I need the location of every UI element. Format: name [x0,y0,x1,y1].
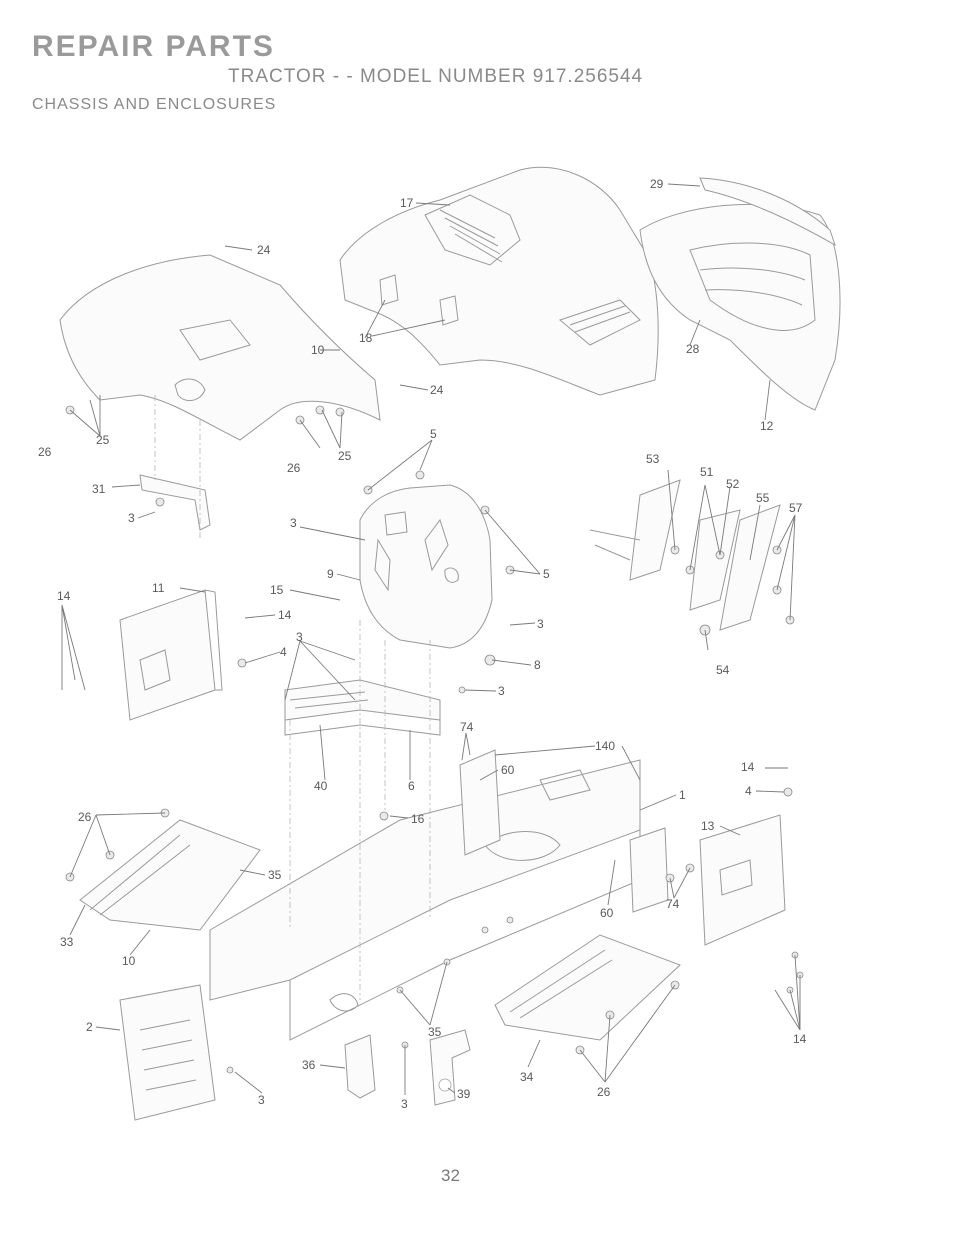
callout-3: 3 [258,1093,265,1107]
callout-5: 5 [430,427,437,441]
callout-3: 3 [537,617,544,631]
callout-26: 26 [597,1085,611,1099]
callout-14: 14 [793,1032,807,1046]
callout-52: 52 [726,477,740,491]
callout-54: 54 [716,663,730,677]
callout-140: 140 [595,739,615,753]
callout-26: 26 [287,461,301,475]
callout-2: 2 [86,1020,93,1034]
bumper-strip-part [699,177,836,247]
grille-part [639,203,841,411]
callout-74: 74 [666,897,680,911]
callout-36: 36 [302,1058,316,1072]
bracket-36-part [344,1034,376,1099]
callout-39: 39 [457,1087,471,1101]
callout-57: 57 [789,501,803,515]
callout-17: 17 [400,196,414,210]
leader-lines [61,183,801,1095]
callout-60: 60 [501,763,515,777]
callout-1: 1 [679,788,686,802]
callout-3: 3 [296,630,303,644]
callout-29: 29 [650,177,664,191]
linkage-parts [589,479,781,631]
callout-15: 15 [270,583,284,597]
callout-60: 60 [600,906,614,920]
callout-8: 8 [534,658,541,672]
callout-24: 24 [430,383,444,397]
callout-35: 35 [268,868,282,882]
callout-3: 3 [498,684,505,698]
page-number: 32 [441,1166,460,1185]
battery-tray-part [284,679,441,736]
callout-5: 5 [543,567,550,581]
callout-25: 25 [96,433,110,447]
callout-40: 40 [314,779,328,793]
page-title: REPAIR PARTS [32,30,275,63]
callout-3: 3 [401,1097,408,1111]
bracket-31-part [139,474,211,531]
callout-labels: 17 29 24 18 10 28 24 25 26 26 25 12 31 3… [38,177,807,1111]
dashboard-console-part [359,484,493,649]
callout-10: 10 [122,954,136,968]
callout-14: 14 [741,760,755,774]
model-subtitle: TRACTOR - - MODEL NUMBER 917.256544 [228,66,644,87]
callout-18: 18 [359,331,373,345]
left-footrest-part [79,819,261,931]
fender-deck-part [59,254,381,441]
callout-24: 24 [257,243,271,257]
callout-4: 4 [280,645,287,659]
right-side-panel-part [699,814,786,946]
left-side-panel-part [119,589,223,721]
callout-12: 12 [760,419,774,433]
rear-panel-part [119,984,216,1121]
callout-34: 34 [520,1070,534,1084]
hood-part [339,166,659,396]
callout-14: 14 [57,589,71,603]
alignment-lines [154,395,431,1000]
callout-51: 51 [700,465,714,479]
callout-26: 26 [38,445,52,459]
callout-31: 31 [92,482,106,496]
callout-3: 3 [290,516,297,530]
callout-33: 33 [60,935,74,949]
callout-74: 74 [460,720,474,734]
callout-53: 53 [646,452,660,466]
section-heading: CHASSIS AND ENCLOSURES [32,96,277,113]
callout-10: 10 [311,343,325,357]
callout-11: 11 [152,581,165,595]
callout-26: 26 [78,810,92,824]
bracket-140-part [459,749,669,913]
right-footrest-part [494,934,681,1041]
main-frame-part [209,759,641,1041]
callout-13: 13 [701,819,715,833]
callout-3: 3 [128,511,135,525]
callout-25: 25 [338,449,352,463]
callout-4: 4 [745,784,752,798]
callout-6: 6 [408,779,415,793]
callout-9: 9 [327,567,334,581]
callout-28: 28 [686,342,700,356]
callout-35: 35 [428,1025,442,1039]
callout-55: 55 [756,491,770,505]
callout-14: 14 [278,608,292,622]
callout-16: 16 [411,812,425,826]
